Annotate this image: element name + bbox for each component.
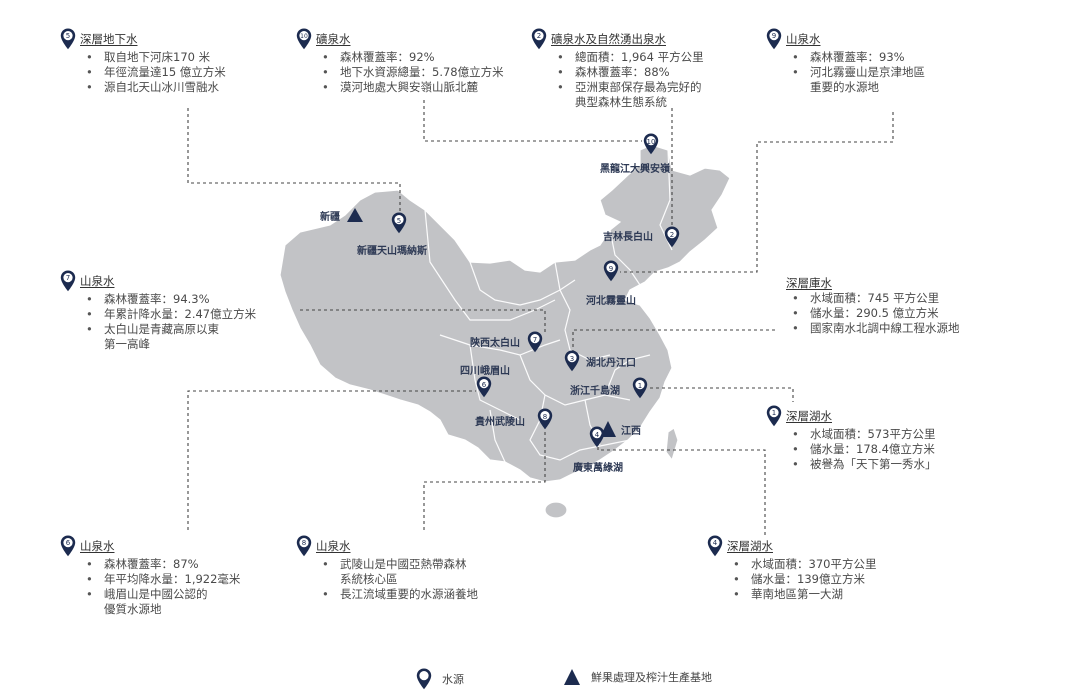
triangle-jiangxi	[600, 421, 616, 437]
triangle-xinjiang	[347, 208, 363, 222]
legend-water-source: 水源	[416, 668, 464, 690]
water-source-pin-icon	[416, 668, 432, 690]
callout-3: 深層庫水 水域面積：745 平方公里儲水量：290.5 億立方米國家南水北調中線…	[766, 272, 960, 336]
map-land	[279, 144, 731, 519]
svg-text:6: 6	[66, 539, 71, 547]
map-label-zhejiang: 浙江千島湖	[570, 386, 620, 397]
svg-text:4: 4	[595, 431, 600, 439]
svg-text:7: 7	[533, 336, 537, 344]
water-source-pin-icon: 1	[766, 405, 782, 427]
svg-text:5: 5	[66, 32, 70, 40]
map-label-heilongjiang: 黑龍江大興安嶺	[600, 164, 670, 175]
svg-text:1: 1	[772, 409, 776, 417]
legend-processing-base: 鮮果處理及榨汁生產基地	[563, 668, 712, 686]
map-label-hubei: 湖北丹江口	[586, 358, 636, 369]
map-label-hebei: 河北霧靈山	[586, 296, 636, 307]
map-label-xinjiang-tianshan: 新疆天山瑪納斯	[357, 246, 427, 257]
water-source-pin-icon: 2	[531, 28, 547, 50]
svg-text:10: 10	[300, 33, 308, 40]
svg-text:9: 9	[772, 32, 776, 40]
map-label-shaanxi: 陝西太白山	[470, 338, 520, 349]
svg-text:1: 1	[638, 382, 642, 390]
map-label-jilin: 吉林長白山	[603, 232, 653, 243]
svg-text:2: 2	[537, 32, 541, 40]
svg-text:6: 6	[482, 381, 487, 389]
map-label-guizhou: 貴州武陵山	[475, 417, 525, 428]
water-source-pin-icon: 4	[707, 535, 723, 557]
water-source-pin-icon: 7	[60, 270, 76, 292]
svg-text:5: 5	[397, 217, 401, 225]
water-source-pin-icon: 8	[296, 535, 312, 557]
leader-lines	[187, 100, 894, 535]
map-label-jiangxi: 江西	[621, 426, 641, 437]
triangle-icon	[564, 669, 580, 685]
svg-text:8: 8	[543, 413, 547, 421]
svg-text:7: 7	[66, 274, 70, 282]
svg-text:8: 8	[302, 539, 306, 547]
svg-text:4: 4	[713, 539, 718, 547]
water-source-pin-icon: 10	[296, 28, 312, 50]
water-source-pin-icon: 9	[766, 28, 782, 50]
map-label-xinjiang: 新疆	[320, 212, 340, 223]
svg-text:10: 10	[647, 138, 656, 146]
map-label-guangdong: 廣東萬綠湖	[573, 463, 623, 474]
svg-text:9: 9	[609, 265, 613, 273]
water-source-pin-icon: 6	[60, 535, 76, 557]
svg-text:2: 2	[670, 231, 674, 239]
map-label-sichuan: 四川峨眉山	[460, 366, 510, 377]
water-source-pin-icon: 5	[60, 28, 76, 50]
svg-text:3: 3	[570, 355, 574, 363]
